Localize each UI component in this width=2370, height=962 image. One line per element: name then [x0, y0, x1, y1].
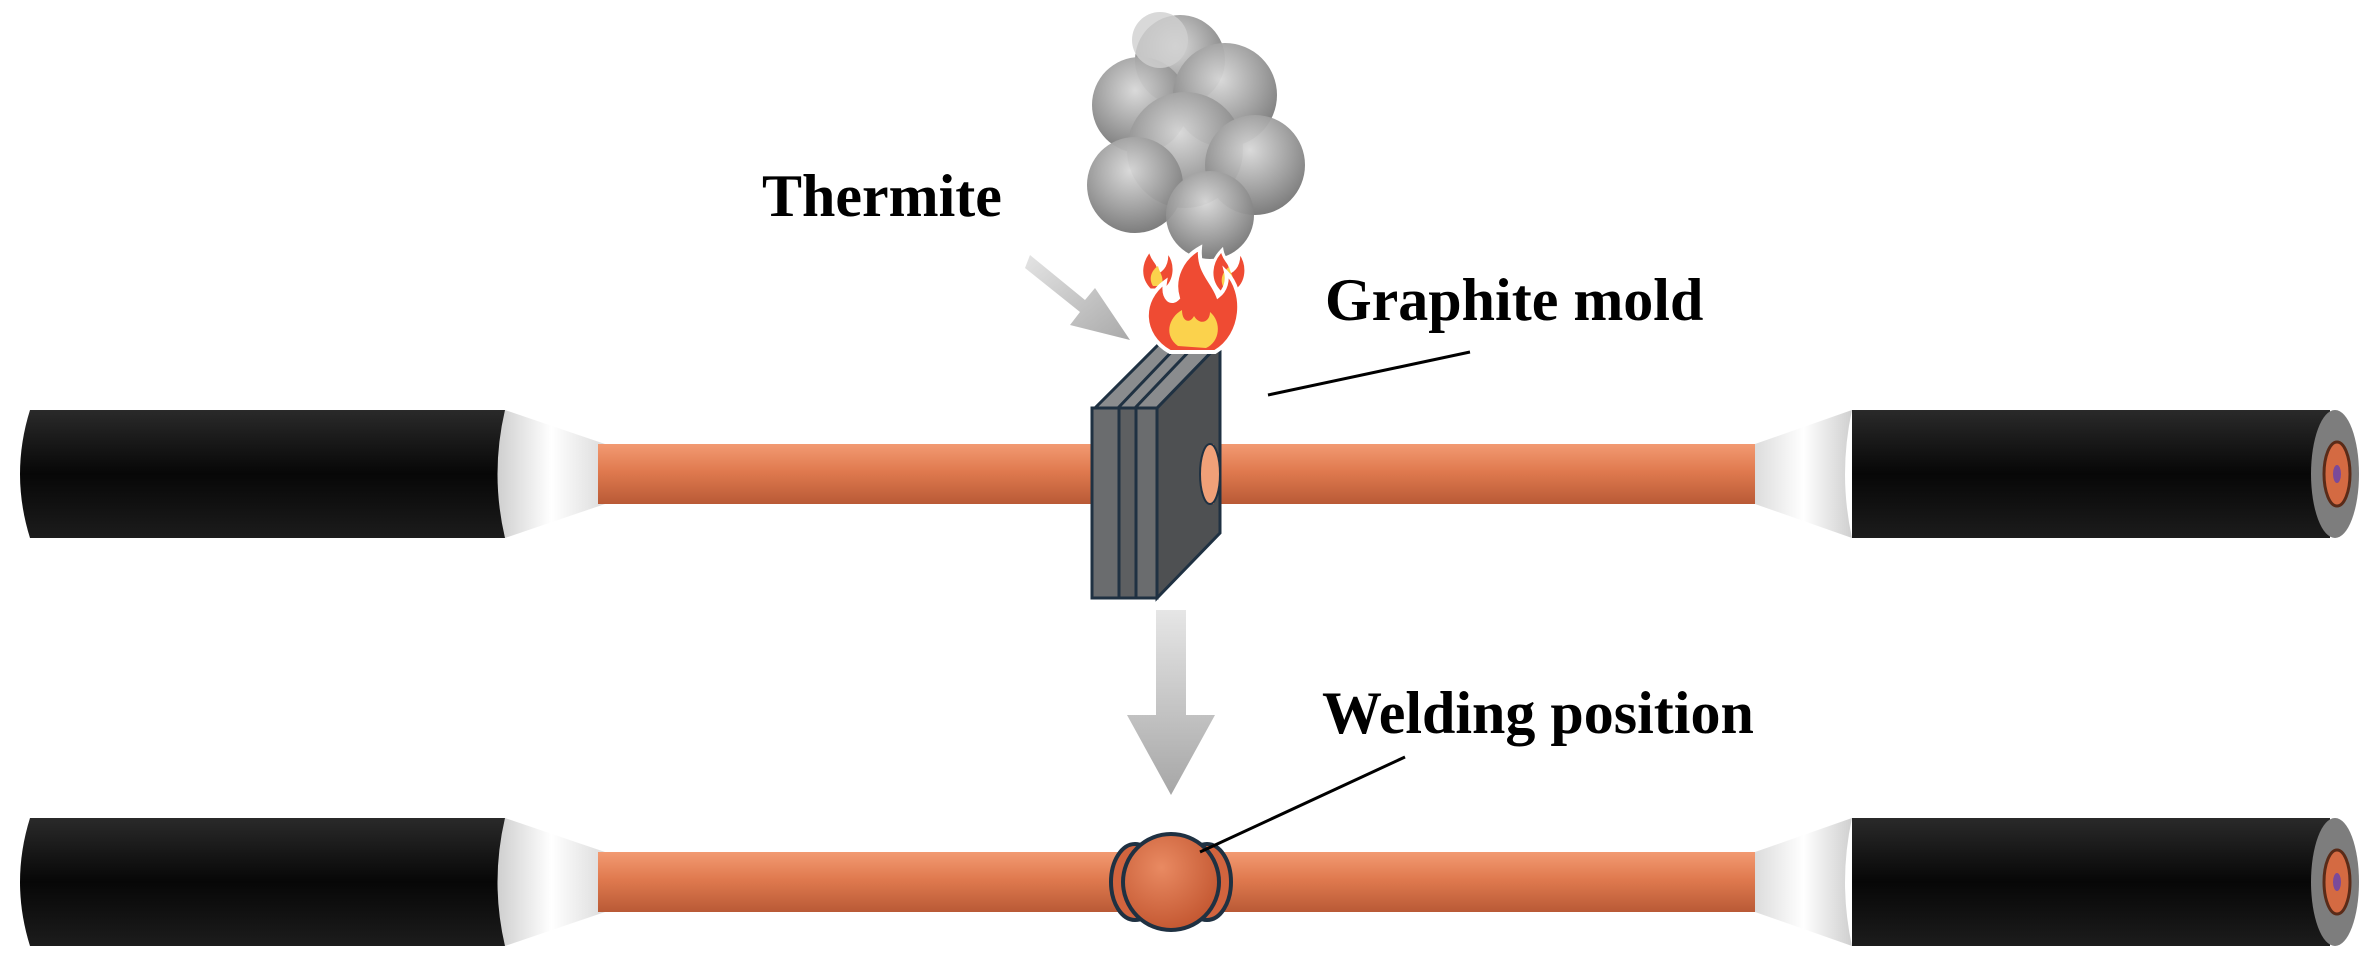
welding-position-label: Welding position: [1322, 680, 1754, 746]
flame-icon: [1140, 244, 1248, 354]
mold-front-panel-2: [1117, 406, 1138, 600]
smoke-icon: [1087, 12, 1305, 259]
mold-hole: [1199, 443, 1221, 505]
bottom-cable-end-center: [2333, 873, 2341, 891]
bottom-cable: [20, 818, 2359, 946]
top-cable: [20, 410, 2359, 538]
top-cable-end-center: [2333, 465, 2341, 483]
top-left-jacket: [20, 410, 505, 538]
welding-position-leader: [1199, 755, 1406, 854]
bottom-left-jacket: [20, 818, 505, 946]
graphite-mold: [1090, 339, 1224, 602]
mold-front-panel-3: [1134, 406, 1159, 600]
top-right-copper: [1210, 444, 1760, 504]
top-right-jacket: [1852, 410, 2330, 538]
bottom-left-insulation: [497, 818, 605, 946]
graphite-mold-leader: [1267, 350, 1471, 397]
arrow-down-icon: [1127, 610, 1215, 795]
top-left-insulation: [497, 410, 605, 538]
top-left-copper: [598, 444, 1098, 504]
mold-front-panel-1: [1090, 406, 1121, 600]
top-right-insulation: [1755, 410, 1852, 538]
weld-joint: [1109, 832, 1233, 932]
bottom-right-insulation: [1755, 818, 1852, 946]
thermite-label: Thermite: [762, 163, 1002, 229]
graphite-mold-label: Graphite mold: [1325, 267, 1703, 333]
arrow-icon: [1025, 255, 1130, 340]
bottom-right-jacket: [1852, 818, 2330, 946]
